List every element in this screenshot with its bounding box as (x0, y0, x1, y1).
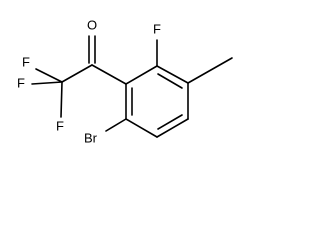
oxygen-label: O (87, 17, 97, 32)
ring-bond-c2-c3-inner (157, 73, 183, 89)
ring-bond-c4-c5-inner (157, 114, 183, 130)
fluorine-cf3-top-label: F (22, 54, 30, 69)
cf3-f-bottom-bond (60, 81, 63, 118)
ring-to-methyl-bond (187, 57, 233, 84)
ring-bond-c4-c5 (156, 118, 189, 138)
ring-bond-c1-c2 (125, 65, 158, 85)
fluorine-cf3-left-label: F (17, 75, 25, 90)
cf3-f-left-bond (31, 81, 63, 85)
ring-bond-c2-c3 (156, 65, 189, 84)
ring-to-bromine-bond (105, 118, 127, 132)
ring-bond-c5-c6 (125, 118, 158, 138)
molecule-structure: O F F F F Br (17, 17, 233, 145)
fluorine-ring-label: F (153, 21, 161, 36)
bromine-label: Br (84, 130, 98, 145)
carbonyl-to-ring-bond (91, 64, 127, 85)
cf3-f-top-bond (35, 68, 63, 83)
fluorine-cf3-bottom-label: F (56, 118, 64, 133)
carbonyl-to-cf3-bond (61, 64, 93, 83)
